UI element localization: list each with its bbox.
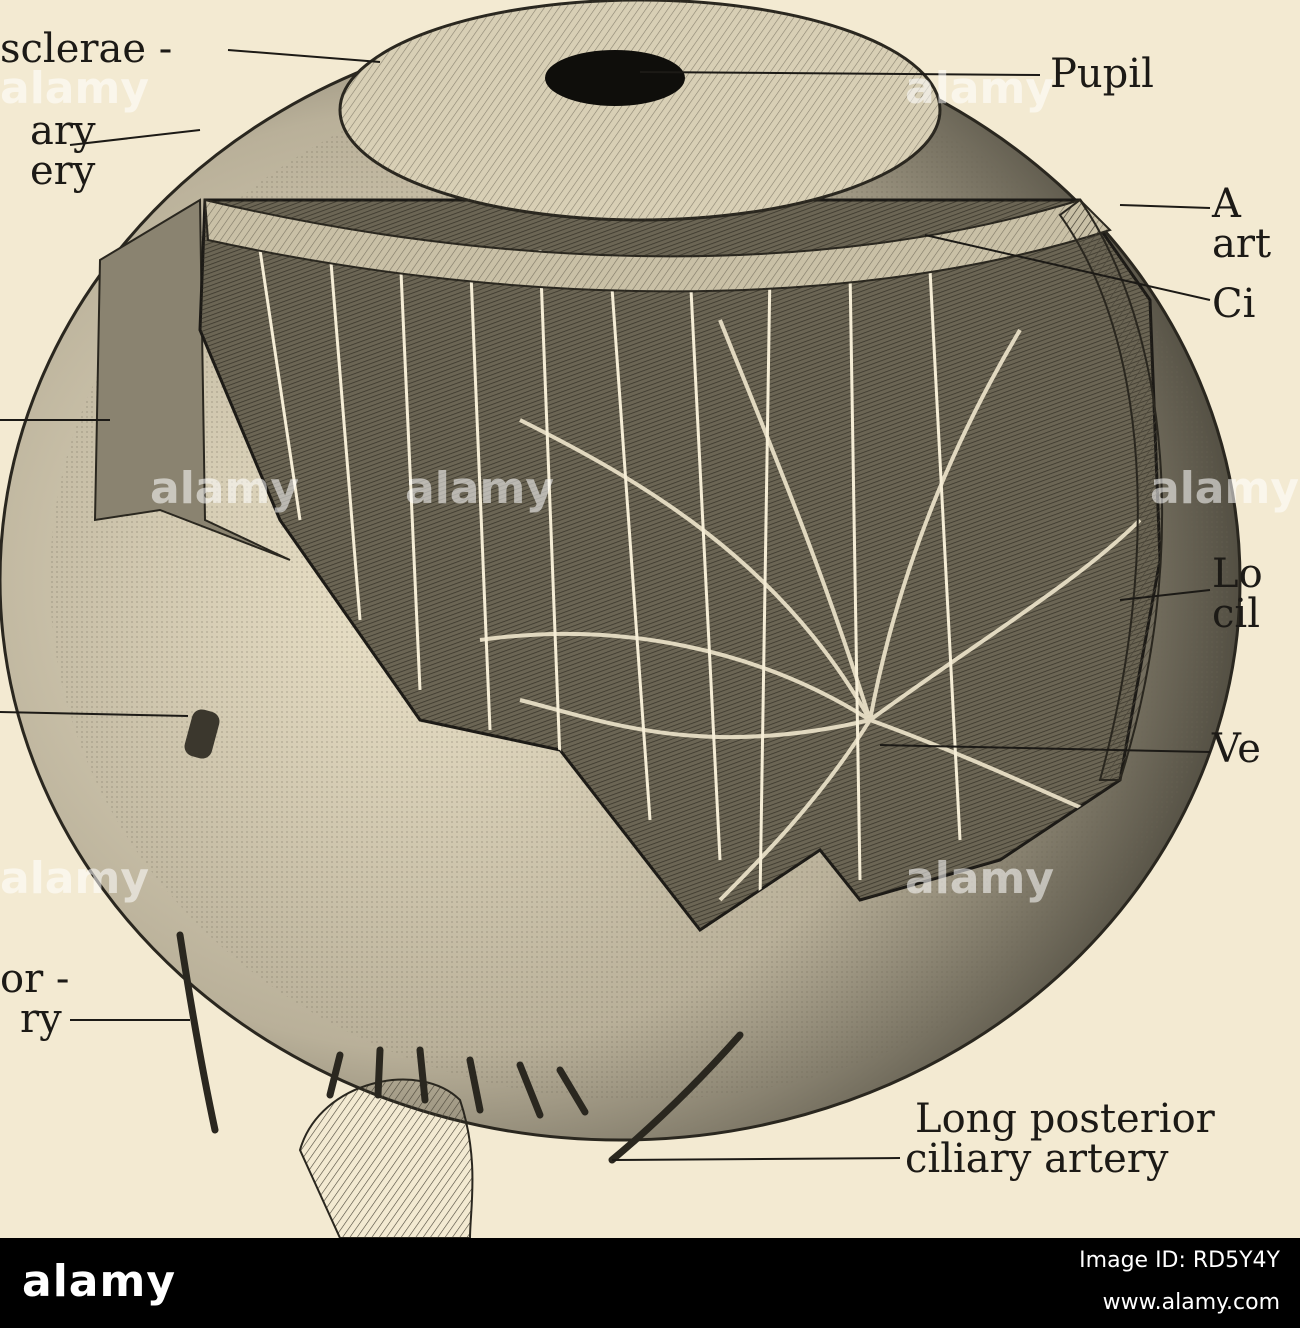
long-ciliary-band-right — [1058, 198, 1164, 781]
sclera-flap — [93, 198, 291, 561]
watermark: alamy — [0, 63, 149, 114]
label-long-posterior-1: Long posterior — [915, 1096, 1215, 1142]
label-ciliary-right: Ci — [1212, 281, 1256, 327]
brand-logo: alamy — [22, 1256, 176, 1307]
pupil-shape — [545, 50, 685, 106]
watermark: alamy — [1150, 463, 1299, 514]
vessel-stump — [184, 709, 220, 759]
leader-long-post — [611, 1157, 901, 1161]
label-anterior-right-1: A — [1212, 181, 1241, 227]
leader-vena-right — [879, 744, 1211, 753]
watermark: alamy — [150, 463, 299, 514]
label-vena-right: Ve — [1212, 726, 1261, 772]
label-ant-ciliary-left-1: ary — [30, 108, 96, 154]
leader-ciliary-right — [924, 234, 1211, 301]
image-id-text: Image ID: RD5Y4Y — [1079, 1248, 1280, 1273]
anatomical-figure: alamy alamy alamy alamy alamy alamy alam… — [0, 0, 1300, 1238]
eyeball-illustration — [0, 0, 1242, 1238]
stock-footer-bar: alamy Image ID: RD5Y4Y www.alamy.com — [0, 1238, 1300, 1328]
label-pupil: Pupil — [1050, 51, 1154, 97]
site-url-text: www.alamy.com — [1102, 1290, 1280, 1315]
leader-sclerae — [227, 49, 381, 63]
leader-long-right — [1119, 589, 1211, 601]
watermark: alamy — [405, 463, 554, 514]
label-anterior-right-2: art — [1212, 221, 1272, 267]
label-short-posterior-1: or - — [0, 956, 70, 1002]
label-short-posterior-2: ry — [20, 996, 62, 1042]
leader-anterior-right — [1119, 204, 1211, 209]
label-long-right-1: Lo — [1212, 551, 1263, 597]
label-long-right-2: cil — [1212, 591, 1260, 637]
label-ant-ciliary-left-2: ery — [30, 148, 96, 194]
optic-nerve — [298, 1078, 474, 1238]
watermark: alamy — [905, 853, 1054, 904]
leader-left-mid — [0, 711, 189, 717]
label-long-posterior-2: ciliary artery — [905, 1136, 1169, 1182]
leader-pupil — [639, 71, 1041, 76]
watermark: alamy — [905, 63, 1054, 114]
label-sinus-sclerae: sclerae - — [0, 26, 173, 72]
watermark: alamy — [0, 853, 149, 904]
leader-ant-ciliary-left — [69, 129, 201, 146]
